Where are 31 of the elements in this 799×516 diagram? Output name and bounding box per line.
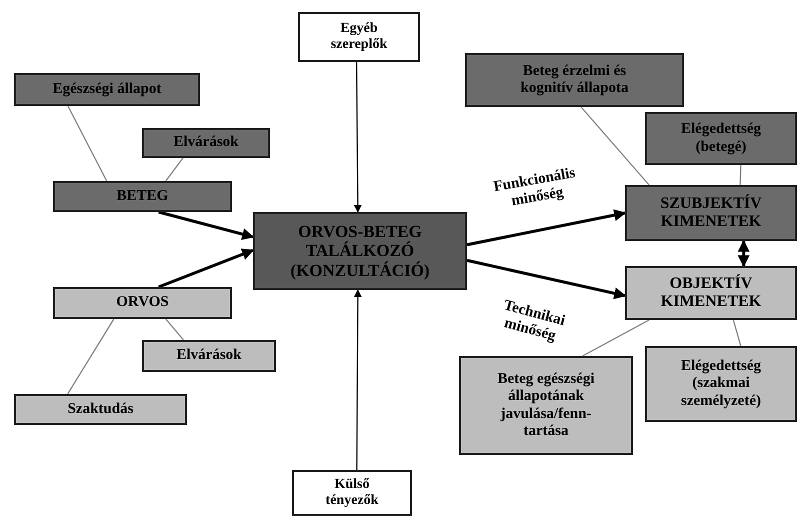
connector-line — [67, 318, 114, 394]
participant-box: BETEG — [53, 181, 232, 212]
central-process-box: ORVOS-BETEG TALÁLKOZÓ (KONZULTÁCIÓ) — [253, 212, 467, 290]
factor-box: Egészségi állapot — [14, 73, 200, 106]
connector-line — [732, 320, 742, 346]
connector-line — [740, 164, 742, 186]
outcome-box: SZUBJEKTÍV KIMENETEK — [625, 185, 797, 241]
participant-box: ORVOS — [53, 287, 232, 319]
connector-line — [165, 318, 184, 340]
arrow — [158, 248, 254, 288]
actor-box: Külső tényezők — [292, 470, 412, 516]
factor-box: Elvárások — [142, 340, 276, 372]
factor-box: Beteg egészségi állapotának javulása/fenn-tartása — [459, 356, 633, 455]
arrow — [354, 289, 362, 470]
arrow — [466, 209, 626, 246]
arrow — [354, 62, 362, 213]
outcome-box: OBJEKTÍV KIMENETEK — [625, 266, 797, 320]
connector-line — [67, 106, 108, 182]
connector-line — [165, 158, 184, 182]
arrow — [466, 258, 626, 300]
arrow — [158, 210, 254, 240]
connector-line — [582, 319, 650, 357]
factor-box: Elégedettség (betegé) — [645, 112, 797, 165]
edge-label: Funkcionális minőség — [491, 164, 578, 212]
factor-box: Beteg érzelmi és kognitív állapota — [465, 53, 684, 107]
factor-box: Elvárások — [142, 128, 270, 158]
arrow — [738, 240, 750, 268]
actor-box: Egyéb szereplők — [298, 12, 420, 62]
factor-box: Elégedettség (szakmai személyzeté) — [645, 346, 797, 422]
factor-box: Szaktudás — [14, 394, 187, 425]
connector-line — [580, 106, 650, 186]
